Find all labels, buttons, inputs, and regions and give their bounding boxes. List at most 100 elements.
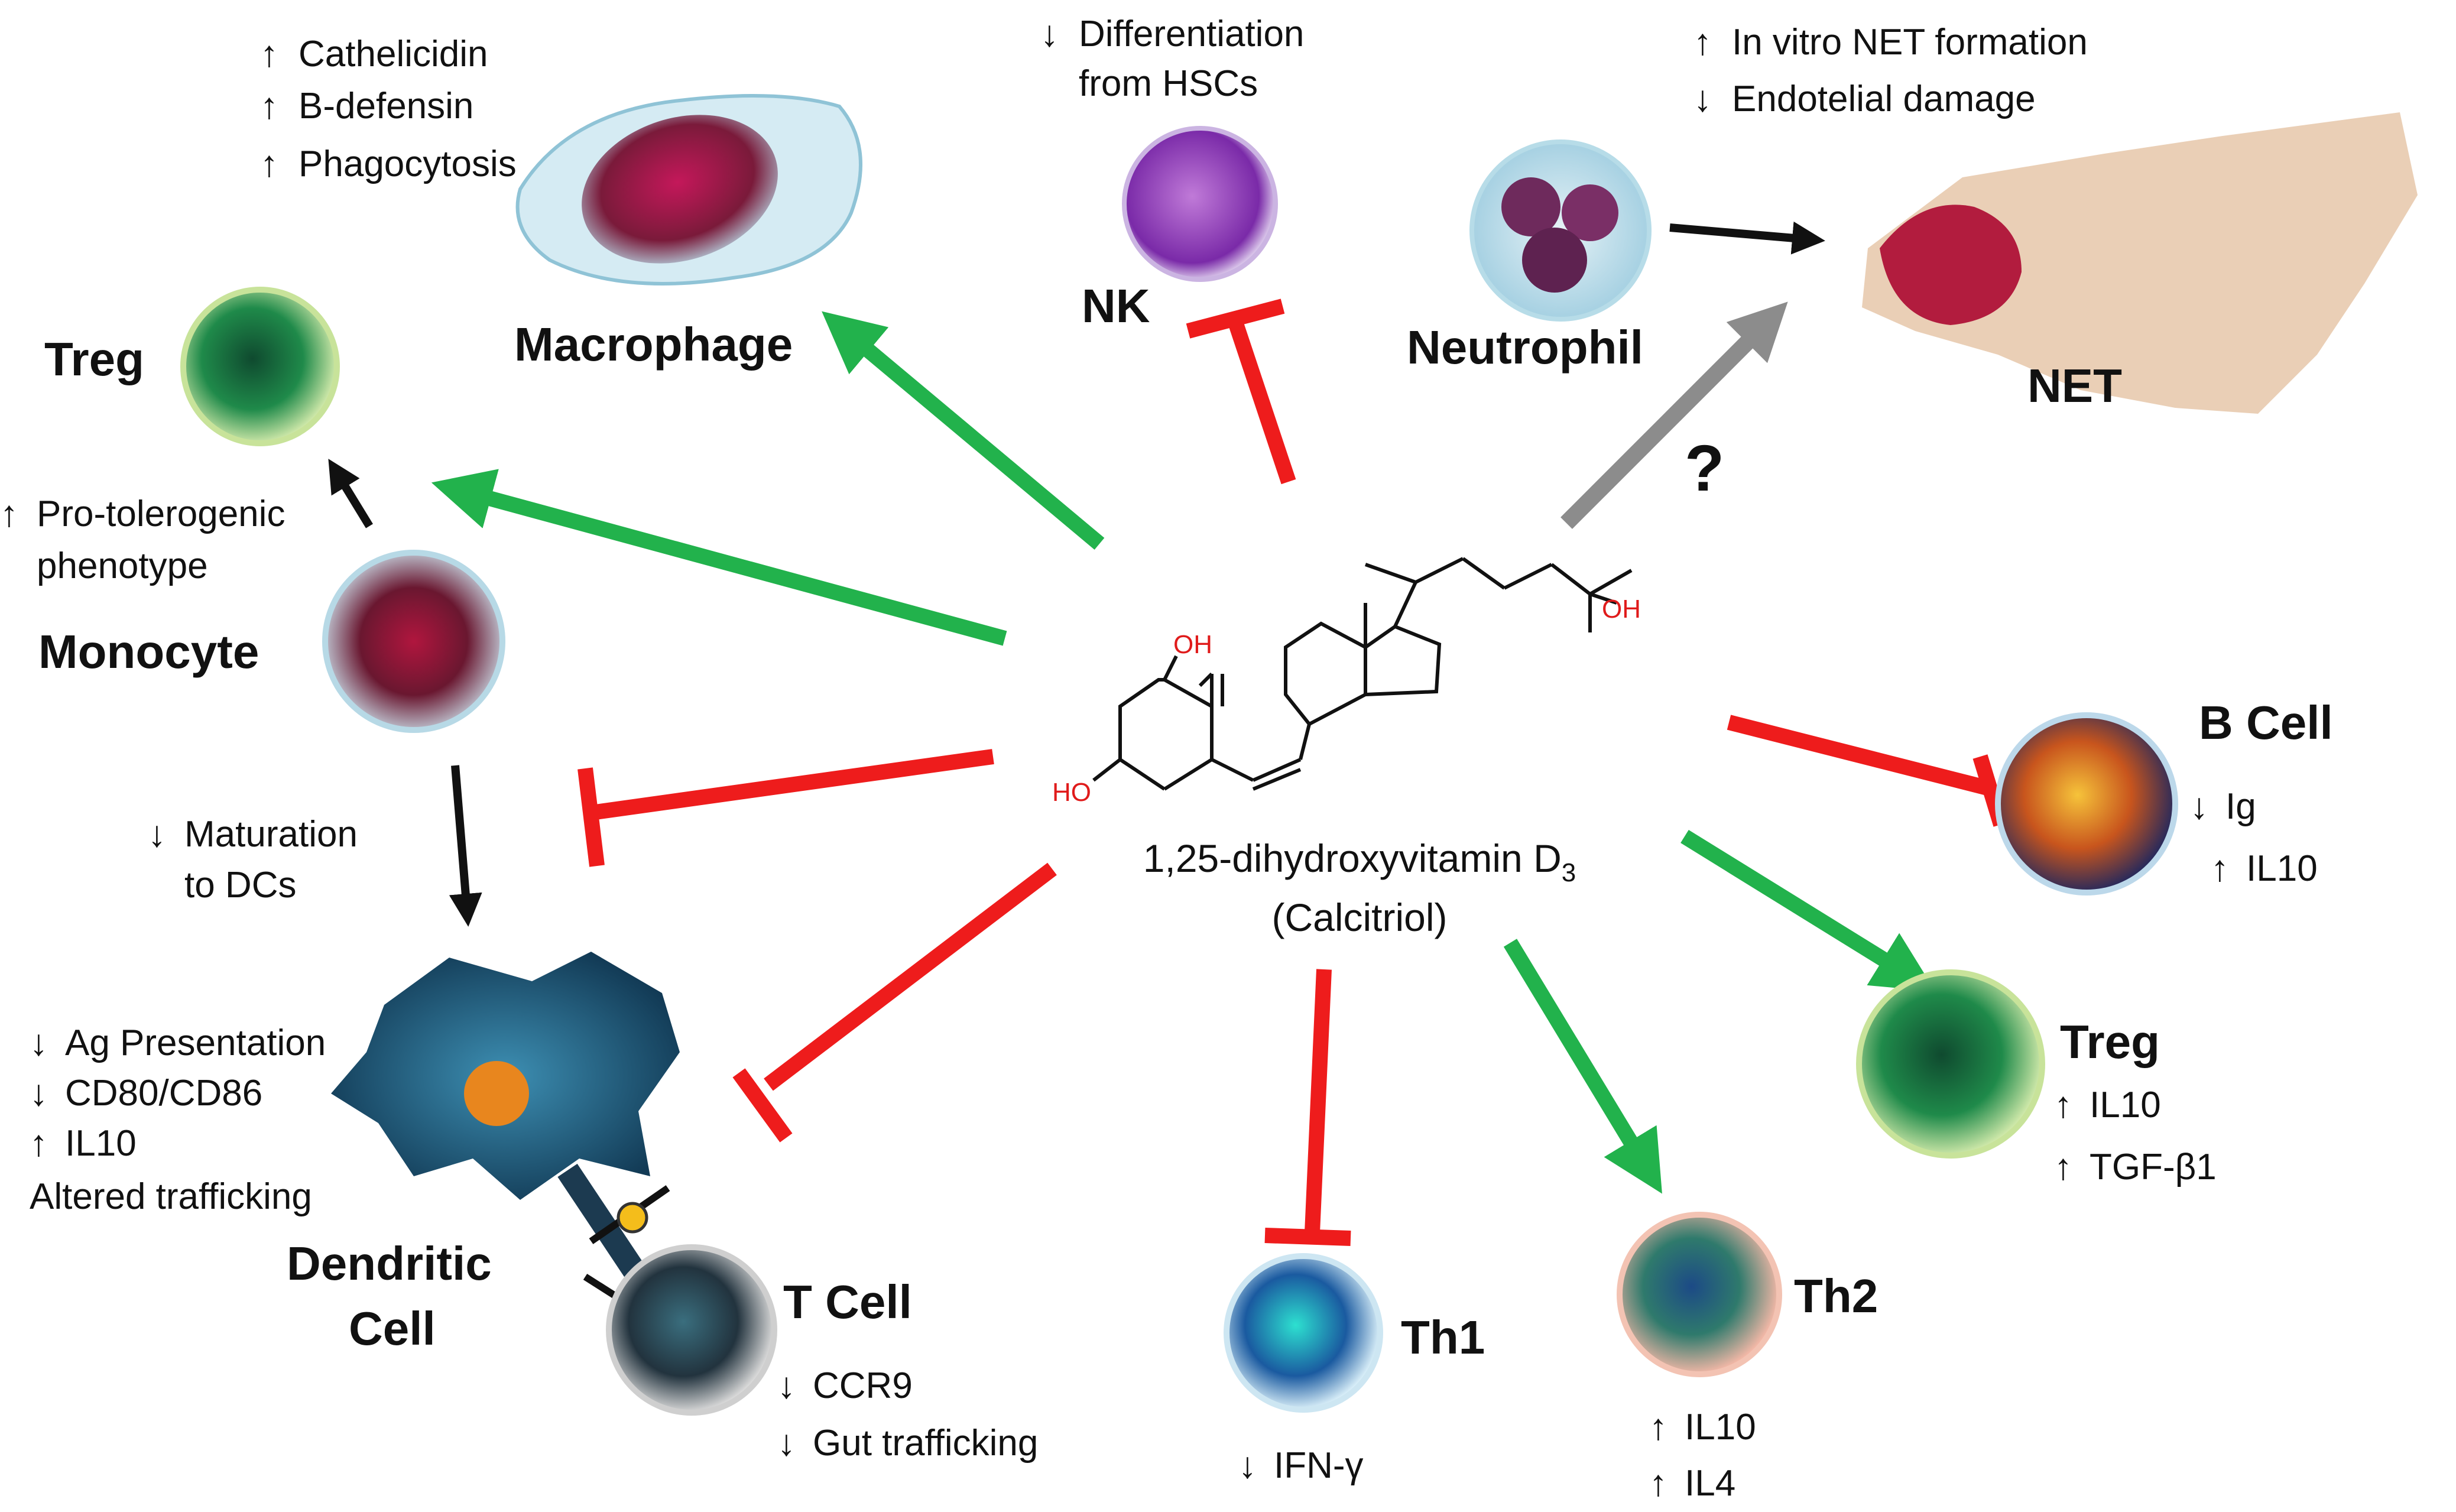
th1-label: Th1 (1401, 1311, 1485, 1364)
neutrophil-effects: ↑ In vitro NET formation ↓ Endotelial da… (1693, 22, 2088, 119)
neutrophil-cell (1469, 139, 1652, 322)
calcitriol-name-line1: 1,25-dihydroxyvitamin D3 (1143, 836, 1576, 887)
nk-effect-1: Differentiation (1079, 14, 1304, 54)
macrophage-effect-2: B-defensin (299, 86, 473, 126)
dendritic-effect-4: Altered trafficking (30, 1176, 312, 1217)
down-arrow-icon: ↓ (2190, 786, 2208, 827)
treg-right-cell (1856, 969, 2045, 1159)
dendritic-effect-3: IL10 (65, 1123, 137, 1164)
treg-right-effects: ↑ IL10 ↑ TGF-β1 (2054, 1085, 2217, 1187)
unknown-mark: ? (1685, 432, 1724, 505)
macrophage-effect-3: Phagocytosis (299, 144, 517, 184)
up-arrow-icon: ↑ (1649, 1407, 1667, 1448)
up-arrow-icon: ↑ (260, 144, 278, 184)
oh-right-label: OH (1602, 595, 1641, 624)
inhibitors (577, 298, 2009, 1246)
arrow-monocyte-to-dc (449, 765, 482, 927)
monocyte-effect-1: Maturation (184, 814, 358, 855)
macrophage-effects: ↑ Cathelicidin ↑ B-defensin ↑ Phagocytos… (260, 34, 517, 184)
nk-cell (1122, 126, 1278, 282)
down-arrow-icon: ↓ (30, 1073, 48, 1114)
tcell-effect-2: Gut trafficking (813, 1423, 1038, 1464)
tcell-label: T Cell (783, 1276, 912, 1328)
t-cell (606, 1244, 777, 1416)
down-arrow-icon: ↓ (1693, 79, 1712, 119)
th2-effects: ↑ IL10 ↑ IL4 (1649, 1407, 1756, 1504)
arrow-neutrophil-to-net (1669, 221, 1825, 255)
bcell-label: B Cell (2199, 696, 2333, 749)
dendritic-effect-2: CD80/CD86 (65, 1073, 262, 1114)
neutrophil-effect-1: In vitro NET formation (1732, 22, 2088, 63)
down-arrow-icon: ↓ (777, 1365, 796, 1406)
calcitriol-name: 1,25-dihydroxyvitamin D (1143, 836, 1562, 880)
nk-effects: ↓ Differentiation from HSCs (1040, 14, 1304, 104)
nk-label: NK (1082, 280, 1150, 332)
macrophage-effect-1: Cathelicidin (299, 34, 488, 74)
monocyte-effects: ↓ Maturation to DCs (148, 814, 358, 906)
tcell-effects: ↓ CCR9 ↓ Gut trafficking (777, 1365, 1038, 1464)
inhibit-nk (1186, 298, 1296, 485)
up-arrow-icon: ↑ (2054, 1085, 2072, 1125)
arrow-to-macrophage (822, 311, 1105, 550)
down-arrow-icon: ↓ (1238, 1445, 1257, 1486)
dendritic-label-line2: Cell (349, 1302, 436, 1355)
bcell-effect-1: Ig (2225, 786, 2256, 827)
treg-right-label: Treg (2060, 1015, 2160, 1068)
treg-top-effect-1: Pro-tolerogenic (37, 494, 285, 534)
down-arrow-icon: ↓ (777, 1423, 796, 1464)
treg-right-effect-1: IL10 (2090, 1085, 2161, 1125)
th1-effects: ↓ IFN-γ (1238, 1445, 1364, 1486)
monocyte-cell (322, 550, 505, 733)
arrow-monocyte-to-treg (328, 459, 373, 528)
th1-cell (1224, 1253, 1383, 1413)
treg-top-effect-2: phenotype (37, 546, 208, 586)
dendritic-effect-1: Ag Presentation (65, 1023, 326, 1063)
b-cell (1995, 712, 2178, 895)
net-label: NET (2027, 359, 2122, 412)
inhibit-tcell (732, 862, 1057, 1143)
oh-top-label: OH (1173, 630, 1212, 659)
dendritic-effects: ↓ Ag Presentation ↓ CD80/CD86 ↑ IL10 Alt… (30, 1023, 326, 1217)
down-arrow-icon: ↓ (148, 814, 166, 855)
treg-top-label: Treg (44, 333, 144, 385)
macrophage-label: Macrophage (514, 318, 793, 371)
th2-effect-1: IL10 (1685, 1407, 1756, 1448)
up-arrow-icon: ↑ (0, 494, 18, 534)
tcell-effect-1: CCR9 (813, 1365, 913, 1406)
treg-right-effect-2: TGF-β1 (2090, 1147, 2217, 1187)
treg-top-cell (180, 287, 340, 446)
up-arrow-icon: ↑ (260, 86, 278, 126)
up-arrow-icon: ↑ (2054, 1147, 2072, 1187)
inhibit-bcell (1727, 715, 2009, 827)
dendritic-label-line1: Dendritic (287, 1237, 492, 1290)
up-arrow-icon: ↑ (1693, 22, 1712, 63)
arrow-to-treg-right (1680, 829, 1936, 992)
inhibit-dc-maturation (577, 749, 994, 867)
th2-cell (1617, 1212, 1782, 1377)
monocyte-label: Monocyte (38, 625, 259, 678)
macrophage-cell (515, 94, 862, 285)
arrow-unknown-to-net (1560, 301, 1788, 529)
calcitriol-structure (1092, 557, 1633, 791)
calcitriol-labels: OH OH HO (1052, 595, 1641, 807)
up-arrow-icon: ↑ (1649, 1463, 1667, 1504)
monocyte-effect-2: to DCs (184, 865, 296, 906)
up-arrow-icon: ↑ (260, 34, 278, 74)
net-structure (1862, 112, 2418, 414)
neutrophil-label: Neutrophil (1407, 321, 1643, 374)
calcitriol-name-line2: (Calcitriol) (1272, 895, 1448, 939)
up-arrow-icon: ↑ (2211, 848, 2229, 889)
th2-effect-2: IL4 (1685, 1463, 1735, 1504)
inhibit-th1 (1264, 969, 1351, 1246)
th1-effect-1: IFN-γ (1274, 1445, 1364, 1486)
ho-left-label: HO (1052, 778, 1091, 807)
calcitriol-subscript: 3 (1562, 858, 1576, 887)
treg-top-effects: ↑ Pro-tolerogenic phenotype (0, 494, 285, 586)
arrow-to-th2 (1503, 939, 1662, 1194)
down-arrow-icon: ↓ (30, 1023, 48, 1063)
arrows (328, 221, 1936, 1194)
down-arrow-icon: ↓ (1040, 14, 1059, 54)
arrow-to-treg-top (431, 469, 1007, 646)
nk-effect-2: from HSCs (1079, 63, 1258, 104)
